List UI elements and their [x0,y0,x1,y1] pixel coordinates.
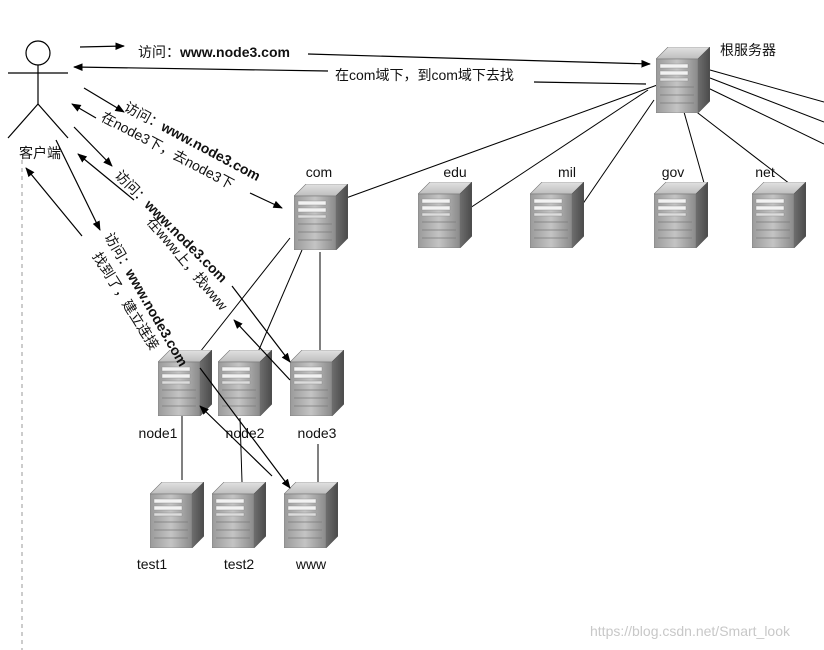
node2-server-label: node2 [226,425,265,441]
com-server-label: com [306,164,332,180]
root-server-icon [656,47,710,113]
mil-server-label: mil [558,164,576,180]
www-server-icon [284,482,338,548]
message-arrows [25,42,651,489]
message-1: 访问：www.node3.com [138,44,290,60]
test2-server-icon [212,482,266,548]
node2-server-icon [218,350,272,416]
node3-server-icon [290,350,344,416]
message-1-prefix: 访问： [138,44,180,60]
mil-server-icon [530,182,584,248]
node1-server-label: node1 [139,425,178,441]
edu-server-icon [418,182,472,248]
gov-server-label: gov [662,164,685,180]
net-server-label: net [755,164,775,180]
node3-server-label: node3 [298,425,337,441]
watermark: https://blog.csdn.net/Smart_look [590,623,791,639]
edu-server-label: edu [443,164,466,180]
net-server-icon [752,182,806,248]
message-1-domain: www.node3.com [179,44,290,60]
com-server-icon [294,184,348,250]
gov-server-icon [654,182,708,248]
root-server-label: 根服务器 [720,42,776,58]
test2-server-label: test2 [224,556,255,572]
hierarchy-lines [181,69,824,483]
message-2: 在com域下，到com域下去找 [335,67,514,83]
www-server-label: www [295,556,327,572]
client-actor-icon [7,40,69,139]
test1-server-label: test1 [137,556,168,572]
test1-server-icon [150,482,204,548]
client-label: 客户端 [19,145,61,161]
